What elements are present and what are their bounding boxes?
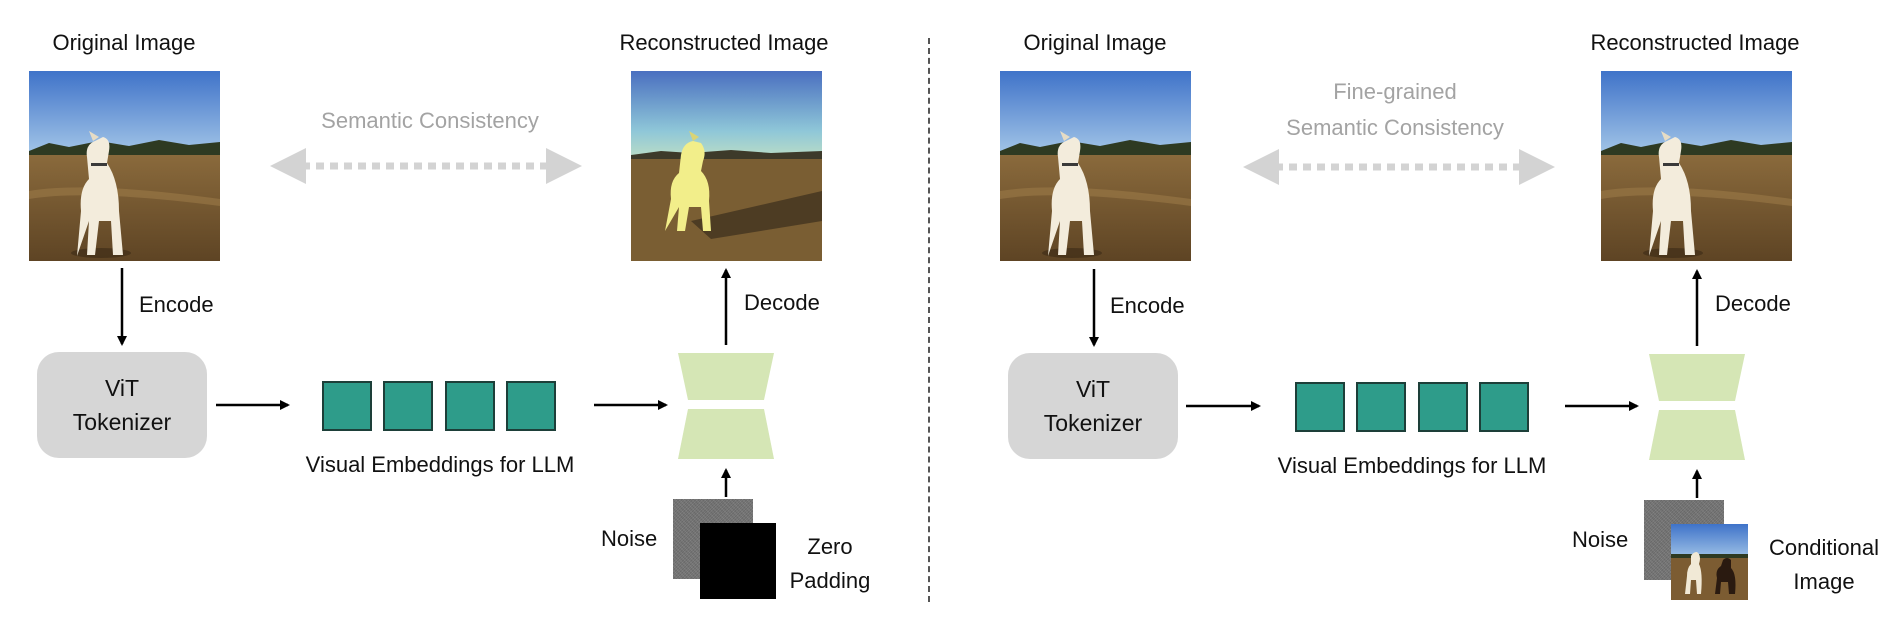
left-encode-label: Encode	[139, 292, 214, 317]
right-reconstructed-label: Reconstructed Image	[1590, 30, 1800, 55]
right-reconstructed-image	[1601, 71, 1792, 261]
right-original-label: Original Image	[1023, 30, 1167, 55]
left-decoder-bottom	[678, 409, 774, 459]
left-consistency-arrow	[270, 148, 582, 184]
right-decoder-top	[1649, 354, 1745, 401]
left-decode-label: Decode	[744, 290, 820, 315]
right-original-image	[1000, 71, 1191, 261]
right-embedding-token	[1295, 382, 1345, 432]
right-embedding-token	[1479, 382, 1529, 432]
left-embeddings-label: Visual Embeddings for LLM	[305, 452, 575, 477]
left-tokenizer-line1: ViT	[104, 375, 140, 401]
left-condition-line2: Padding	[789, 568, 871, 593]
right-condition-line2: Image	[1793, 569, 1855, 594]
left-tokenizer-line2: Tokenizer	[72, 409, 172, 435]
left-condition-line1: Zero	[807, 534, 853, 559]
left-embedding-token	[506, 381, 556, 431]
left-reconstructed-label: Reconstructed Image	[619, 30, 829, 55]
left-original-image	[29, 71, 220, 261]
right-encode-label: Encode	[1110, 293, 1185, 318]
right-embedding-token	[1356, 382, 1406, 432]
right-decoder-bottom	[1649, 410, 1745, 460]
left-vit-tokenizer: ViT Tokenizer	[37, 352, 207, 458]
right-condition-line1: Conditional	[1768, 535, 1880, 560]
right-embedding-token	[1418, 382, 1468, 432]
left-embedding-token	[383, 381, 433, 431]
right-embeddings-label: Visual Embeddings for LLM	[1277, 453, 1547, 478]
zero-padding-image	[700, 523, 776, 599]
right-decode-label: Decode	[1715, 291, 1791, 316]
left-embedding-token	[322, 381, 372, 431]
left-reconstructed-image	[631, 71, 822, 261]
right-noise-label: Noise	[1572, 527, 1629, 552]
right-condition-label: Conditional Image	[1754, 531, 1894, 599]
right-tokenizer-line1: ViT	[1075, 376, 1111, 402]
right-consistency-label: Fine-grained Semantic Consistency	[1240, 74, 1550, 146]
left-decoder-top	[678, 353, 774, 400]
left-embedding-token	[445, 381, 495, 431]
panel-divider	[928, 38, 930, 602]
conditional-image	[1671, 524, 1748, 600]
left-noise-label: Noise	[601, 526, 658, 551]
left-original-label: Original Image	[52, 30, 196, 55]
right-consistency-line1: Fine-grained	[1333, 79, 1457, 104]
left-condition-label: Zero Padding	[780, 530, 880, 598]
right-vit-tokenizer: ViT Tokenizer	[1008, 353, 1178, 459]
left-consistency-label: Semantic Consistency	[321, 108, 539, 133]
right-tokenizer-line2: Tokenizer	[1043, 410, 1143, 436]
right-consistency-line2: Semantic Consistency	[1286, 115, 1504, 140]
right-consistency-arrow	[1243, 149, 1555, 185]
